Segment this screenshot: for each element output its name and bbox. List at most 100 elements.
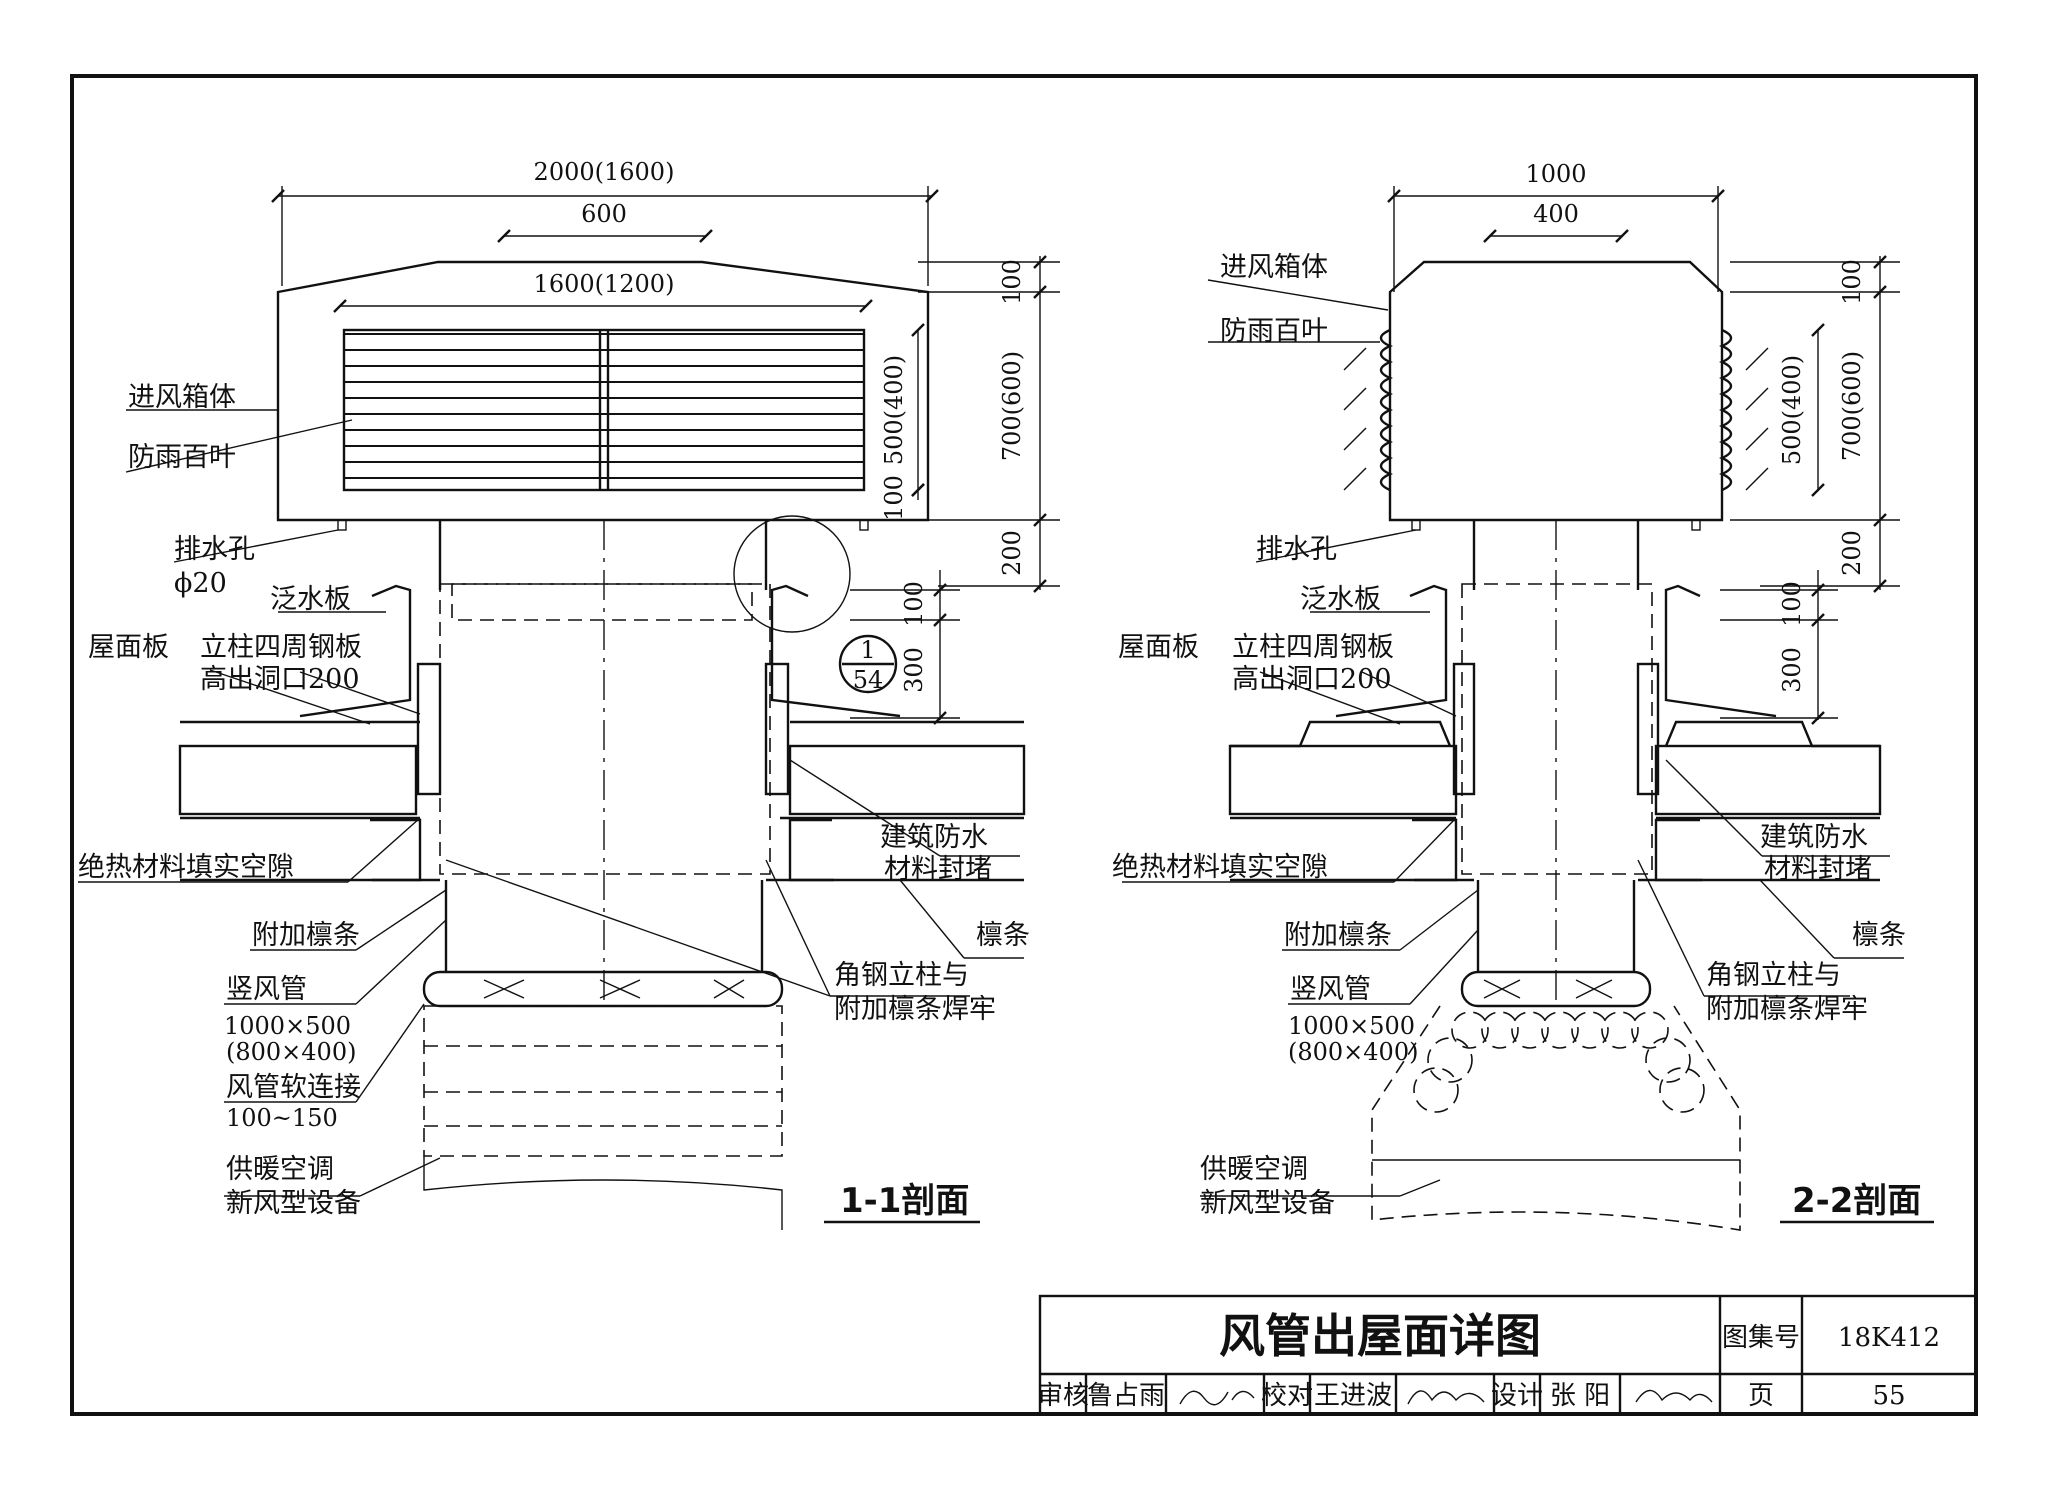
s2-dim-louver-height: 500(400)	[1778, 355, 1806, 465]
s1-detail-ref-circle	[838, 634, 898, 694]
s2-opening	[1461, 583, 1653, 875]
s2-label-insulation: 绝热材料填实空隙	[1112, 852, 1328, 883]
s1-dim-center-text: 600	[581, 200, 627, 228]
check-signature	[1407, 1390, 1485, 1405]
s2-dim-overall-text: 1000	[1525, 160, 1586, 188]
review-name: 鲁占雨	[1087, 1381, 1165, 1411]
s2-label-column-plate-2: 高出洞口200	[1232, 664, 1392, 695]
s2-equipment	[1371, 1005, 1741, 1231]
s1-dim-box-height: 700(600)	[998, 351, 1026, 461]
s1-opening	[439, 583, 771, 875]
page-number: 55	[1872, 1381, 1905, 1411]
s2-dim-top: 100	[1838, 259, 1866, 305]
s2-drain-hole-left	[1411, 519, 1421, 531]
s2-rain-louver-left	[1343, 328, 1393, 492]
s2-rain-louver-right	[1719, 328, 1769, 492]
s2-label-rain-louver: 防雨百叶	[1220, 316, 1328, 347]
s1-label-flex-joint: 风管软连接	[226, 1072, 361, 1103]
s1-detail-circle	[733, 515, 851, 633]
s2-flex-joint	[1460, 970, 1652, 1008]
s1-leaders	[78, 409, 1024, 1197]
review-signature	[1179, 1390, 1255, 1406]
s1-dim-louver: 1600(1200)	[333, 270, 873, 313]
s1-dim-overall-text: 2000(1600)	[534, 158, 675, 186]
s2-label-intake-box: 进风箱体	[1220, 252, 1328, 283]
check-label: 校对	[1261, 1381, 1313, 1411]
sheet-border	[70, 74, 1978, 1416]
s1-label-duct-size-2: (800×400)	[226, 1038, 356, 1066]
s1-dims-right: 100 700(600) 200 500(400) 100 100 300	[850, 255, 1060, 725]
s1-label-column-plate-1: 立柱四周钢板	[200, 632, 362, 663]
s2-label-column-plate-1: 立柱四周钢板	[1232, 632, 1394, 663]
design-name: 张 阳	[1550, 1381, 1610, 1411]
s1-label-insulation: 绝热材料填实空隙	[78, 852, 294, 883]
s1-opening-top	[451, 583, 753, 621]
s1-dim-top: 100	[998, 259, 1026, 305]
s1-roof-left	[178, 584, 442, 882]
s2-intake-box	[1388, 260, 1724, 522]
section-1-1: 2000(1600) 600 1600(1200)	[78, 158, 1060, 1230]
s1-label-drain-hole: 排水孔	[174, 534, 255, 565]
s1-label-duct-size-1: 1000×500	[224, 1012, 351, 1040]
s1-label-waterproof-2: 材料封堵	[884, 854, 992, 885]
s2-dim-center: 400	[1483, 200, 1629, 243]
s2-roof-left	[1228, 584, 1476, 882]
design-signature	[1635, 1389, 1713, 1403]
s2-label-extra-purlin: 附加檩条	[1284, 920, 1392, 951]
s1-label-purlin: 檩条	[976, 920, 1030, 951]
s1-label-roof-panel: 屋面板	[88, 632, 169, 663]
s2-roof-right	[1636, 584, 1882, 882]
s1-dim-louver-height: 500(400)	[880, 355, 908, 465]
s1-dim-overall: 2000(1600)	[271, 158, 939, 286]
s1-label-equipment-2: 新风型设备	[226, 1188, 361, 1219]
s2-label-vertical-duct: 竖风管	[1290, 974, 1371, 1005]
title-block: 风管出屋面详图 图集号 18K412 页 55 审核 鲁占雨 校对 王进波 设计…	[1037, 1294, 1978, 1416]
atlas-number: 18K412	[1838, 1323, 1940, 1353]
s1-dim-bottom: 100	[880, 475, 908, 521]
s2-label-equipment-1: 供暖空调	[1200, 1154, 1308, 1185]
s2-label-purlin: 檩条	[1852, 920, 1906, 951]
s1-label-rain-louver: 防雨百叶	[128, 442, 236, 473]
s1-drain-hole-left	[337, 519, 347, 531]
design-label: 设计	[1491, 1381, 1543, 1411]
s2-label-drain-hole: 排水孔	[1256, 534, 1337, 565]
s1-label-angle-col-1: 角钢立柱与	[834, 960, 969, 991]
s2-dim-overall: 1000	[1387, 160, 1725, 292]
s2-dim-box-height: 700(600)	[1838, 351, 1866, 461]
review-label: 审核	[1037, 1381, 1089, 1411]
s2-label-flashing: 泛水板	[1300, 584, 1381, 615]
s1-dim-gap: 200	[998, 530, 1026, 576]
s1-dim-curb: 300	[900, 647, 928, 693]
s2-label-angle-col-1: 角钢立柱与	[1706, 960, 1841, 991]
section-2-2: 1000 400	[1112, 160, 1934, 1231]
s2-leaders	[1122, 279, 1904, 1197]
s1-rain-louver	[342, 328, 866, 492]
atlas-label: 图集号	[1722, 1323, 1800, 1353]
s2-label-waterproof-1: 建筑防水	[1760, 822, 1868, 853]
s2-section-title: 2-2剖面	[1792, 1181, 1921, 1221]
s1-detail-page: 54	[853, 666, 884, 694]
s1-dim-flash: 100	[900, 581, 928, 627]
s2-label-roof-panel: 屋面板	[1118, 632, 1199, 663]
s1-section-title: 1-1剖面	[840, 1181, 969, 1221]
s2-label-duct-size-1: 1000×500	[1288, 1012, 1415, 1040]
s1-label-equipment-1: 供暖空调	[226, 1154, 334, 1185]
s2-dim-gap: 200	[1838, 530, 1866, 576]
s2-label-equipment-2: 新风型设备	[1200, 1188, 1335, 1219]
s1-label-angle-col-2: 附加檩条焊牢	[834, 994, 996, 1025]
s1-label-flex-len: 100~150	[226, 1104, 338, 1132]
page-label: 页	[1748, 1381, 1774, 1411]
s1-drain-hole-right	[859, 519, 869, 531]
s1-label-column-plate-2: 高出洞口200	[200, 664, 360, 695]
flex-joint-markers	[483, 979, 1613, 999]
s1-label-flashing: 泛水板	[270, 584, 351, 615]
s2-dim-curb: 300	[1778, 647, 1806, 693]
s2-drain-hole-right	[1691, 519, 1701, 531]
check-name: 王进波	[1314, 1381, 1392, 1411]
s2-dim-center-text: 400	[1533, 200, 1579, 228]
s2-label-angle-col-2: 附加檩条焊牢	[1706, 994, 1868, 1025]
s2-dim-flash: 100	[1778, 581, 1806, 627]
s2-label-duct-size-2: (800×400)	[1288, 1038, 1418, 1066]
s1-label-extra-purlin: 附加檩条	[252, 920, 360, 951]
